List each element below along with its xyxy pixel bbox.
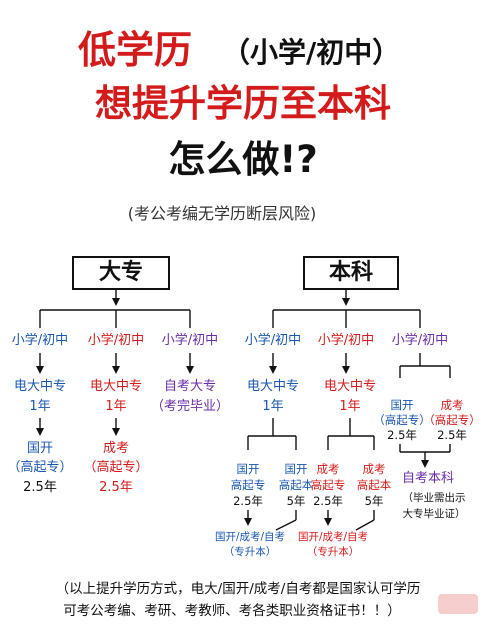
benke-col3-result: 自考本科	[401, 471, 455, 486]
benke-col2-step1-years: 1年	[339, 399, 361, 414]
dazhuan-col1-step1-years: 1年	[29, 399, 51, 414]
dazhuan-col1-start: 小学/初中	[11, 333, 69, 348]
dazhuan-col1-step2: 国开	[26, 441, 54, 456]
title-upgrade-goal: 想提升学历至本科	[95, 82, 391, 125]
benke-col3-branch-b-detail: （高起专）	[423, 413, 481, 427]
dazhuan-col2-start: 小学/初中	[87, 333, 145, 348]
dazhuan-col3-step1-detail: （考完毕业）	[150, 399, 230, 414]
dazhuan-col1-step2-detail: （高起专）	[7, 460, 73, 475]
title-how-to: 怎么做!?	[168, 138, 318, 181]
title-education-level: （小学/初中）	[222, 36, 401, 69]
dazhuan-col2-step1-years: 1年	[105, 399, 127, 414]
footer-line1: （以上提升学历方式，电大/国开/成考/自考都是国家认可学历	[55, 581, 421, 597]
benke-col1-branch-a-years: 2.5年	[233, 494, 263, 508]
benke-col1-branch-a: 国开	[236, 462, 260, 476]
watermark-logo	[438, 594, 478, 614]
dazhuan-col2-step2: 成考	[102, 441, 130, 456]
benke-col2-branch-a: 成考	[316, 462, 340, 476]
dazhuan-col1-step1: 电大中专	[13, 379, 67, 394]
benke-col1-result: 国开/成考/自考	[214, 531, 286, 543]
benke-col3-branch-a-years: 2.5年	[387, 428, 417, 442]
benke-col1-branch-b-years: 5年	[286, 494, 306, 508]
benke-col3-branch-a: 国开	[390, 398, 414, 412]
header-note: (考公考编无学历断层风险)	[127, 204, 317, 223]
category-dazhuan: 大专	[72, 256, 170, 290]
benke-col1-branch-b-detail: 高起本	[278, 478, 314, 492]
benke-col3-branch-b: 成考	[440, 398, 464, 412]
benke-col3-branch-a-detail: （高起专）	[373, 413, 431, 427]
benke-col2-result-detail: （专升本）	[306, 546, 360, 558]
benke-col2-step1: 电大中专	[323, 379, 377, 394]
benke-col3-result-note2: 大专毕业证）	[402, 508, 466, 520]
benke-col2-branch-b: 成考	[362, 462, 386, 476]
benke-col2-branch-b-years: 5年	[364, 494, 384, 508]
benke-col3-branch-b-years: 2.5年	[437, 428, 467, 442]
benke-col2-start: 小学/初中	[317, 333, 375, 348]
dazhuan-col3-step1: 自考大专	[163, 379, 217, 394]
benke-col2-branch-a-years: 2.5年	[313, 494, 343, 508]
category-benke: 本科	[303, 256, 399, 290]
benke-col1-step1-years: 1年	[262, 399, 284, 414]
dazhuan-col1-step2-years: 2.5年	[23, 480, 57, 495]
dazhuan-col2-step2-years: 2.5年	[99, 480, 133, 495]
benke-col1-branch-a-detail: 高起专	[230, 478, 266, 492]
benke-col1-branch-b: 国开	[284, 462, 308, 476]
benke-col1-step1: 电大中专	[246, 379, 300, 394]
benke-col3-result-note1: （毕业需出示	[402, 492, 466, 504]
footer-line2: 可考公考编、考研、考教师、考各类职业资格证书！！）	[63, 603, 401, 619]
dazhuan-col2-step1: 电大中专	[89, 379, 143, 394]
benke-col2-branch-b-detail: 高起本	[356, 478, 392, 492]
benke-col3-start: 小学/初中	[391, 333, 449, 348]
benke-col2-result: 国开/成考/自考	[297, 531, 369, 543]
dazhuan-col2-step2-detail: （高起专）	[83, 460, 149, 475]
title-low-education: 低学历	[78, 28, 193, 72]
dazhuan-col3-start: 小学/初中	[161, 333, 219, 348]
benke-col1-start: 小学/初中	[244, 333, 302, 348]
benke-col1-result-detail: （专升本）	[223, 546, 277, 558]
benke-col2-branch-a-detail: 高起专	[310, 478, 346, 492]
